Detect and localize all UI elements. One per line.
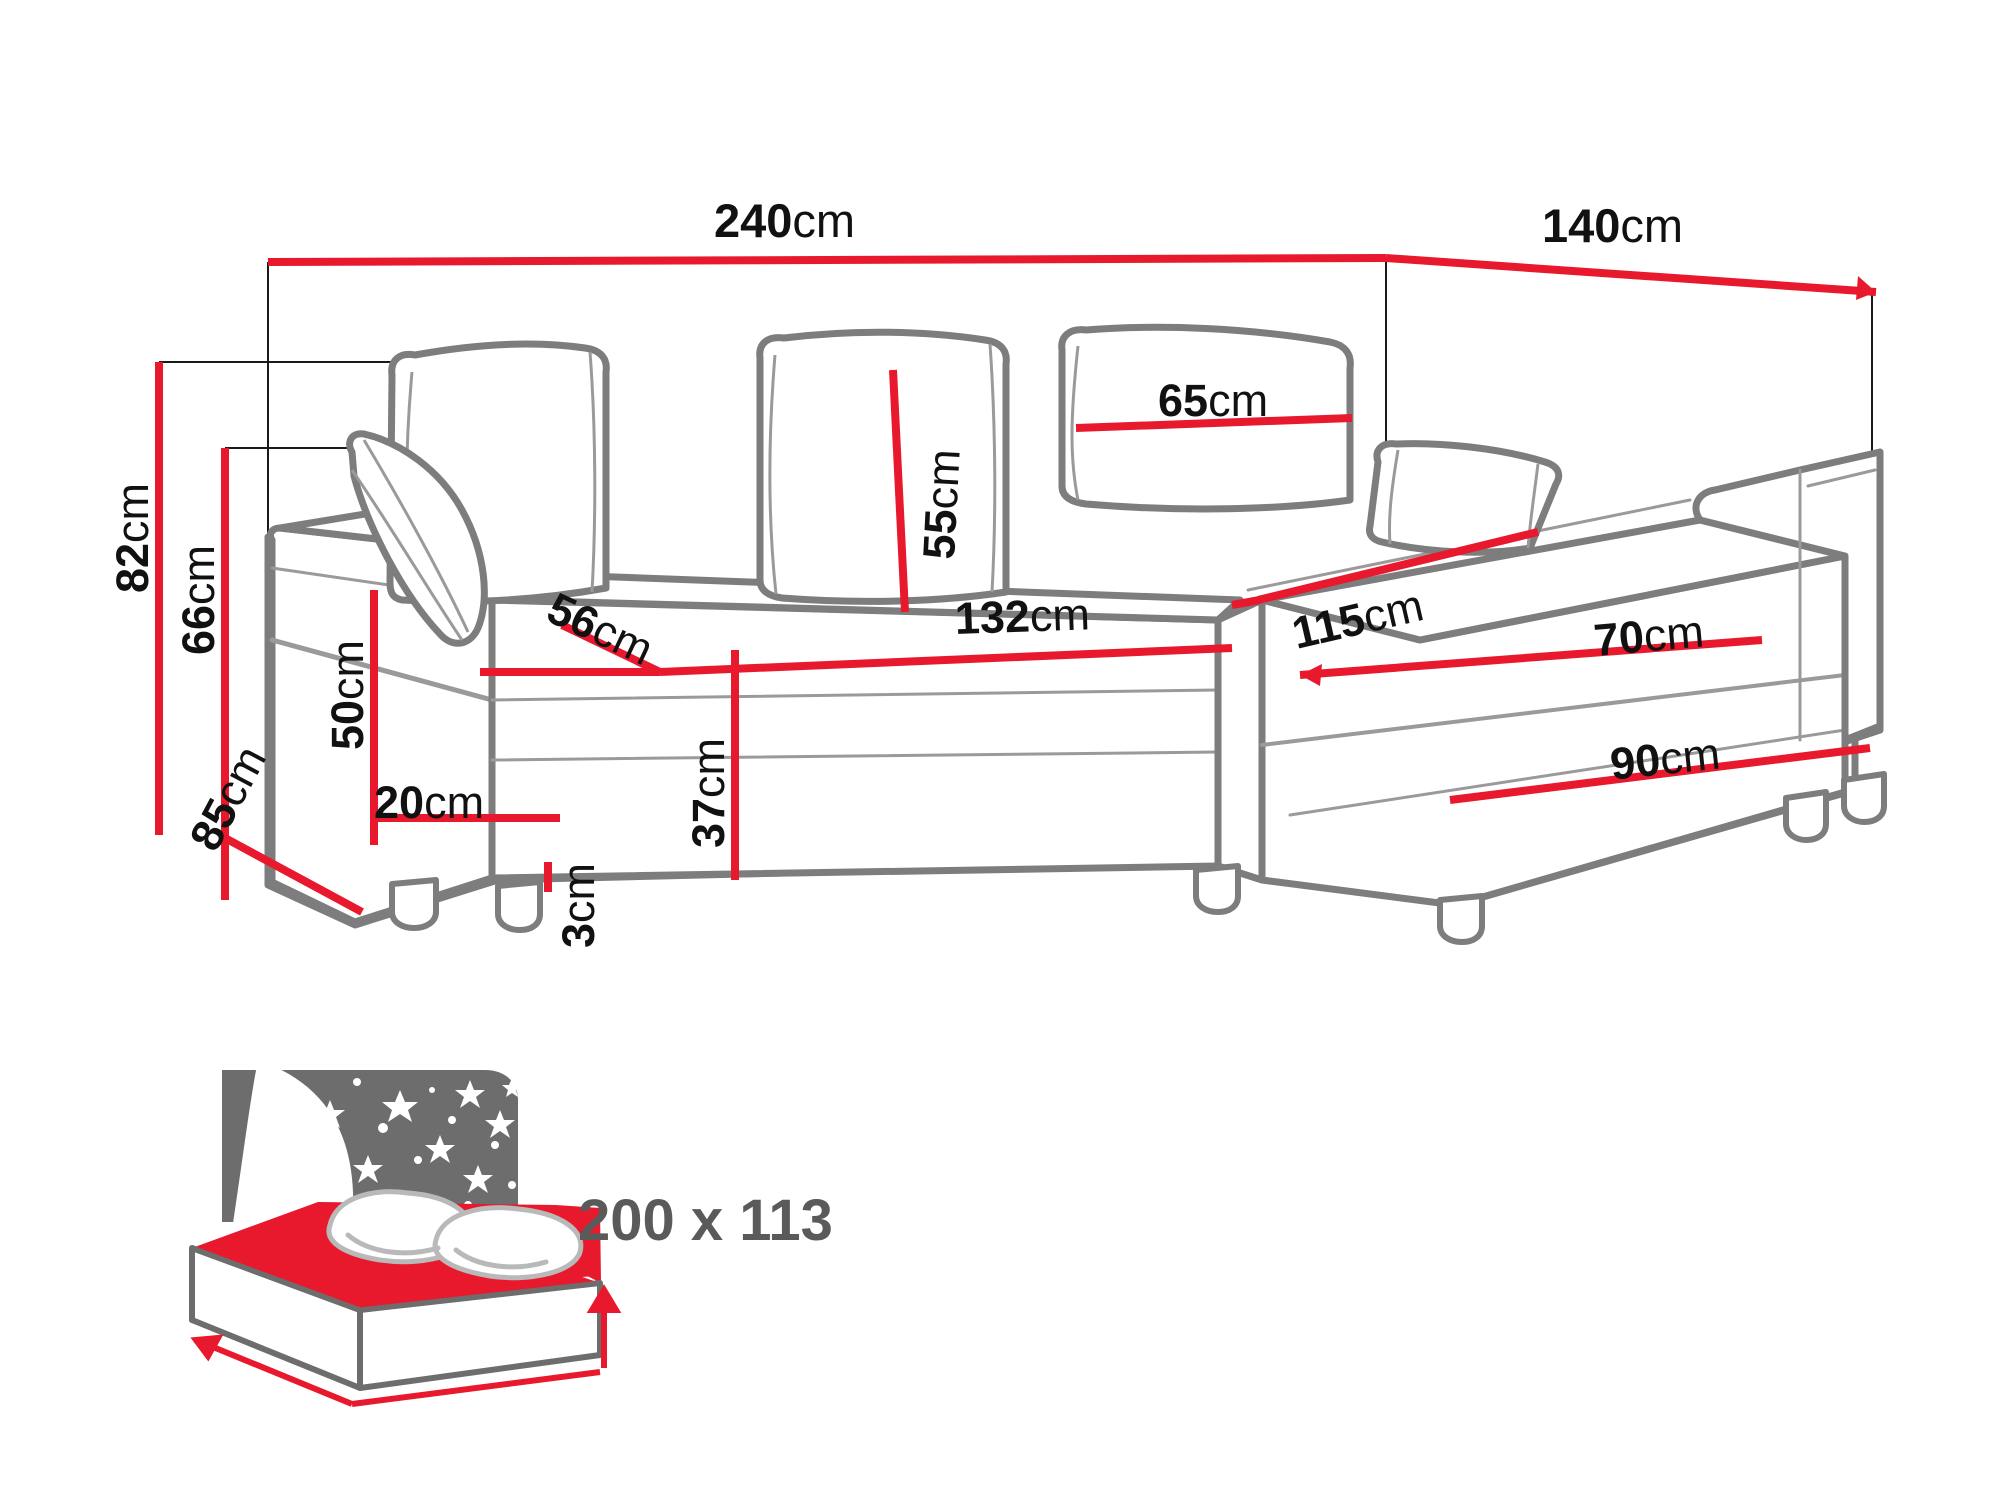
dimension-label-55: 55cm — [913, 447, 970, 561]
dimension-label-82: 82cm — [107, 482, 158, 593]
dimension-unit-66: cm — [173, 544, 224, 605]
dimension-unit-37: cm — [683, 737, 734, 798]
dimension-label-37: 37cm — [683, 737, 734, 848]
dimension-label-240: 240cm — [714, 197, 855, 244]
bed-night-icon — [189, 1060, 622, 1407]
dimension-unit-90: cm — [1657, 727, 1723, 785]
dimension-label-66: 66cm — [173, 544, 224, 655]
dim-line-115 — [1257, 528, 1539, 604]
dimension-label-90: 90cm — [1608, 727, 1723, 790]
dimension-label-20: 20cm — [374, 780, 484, 825]
dimension-value-20: 20 — [374, 777, 425, 828]
dim-line-132 — [659, 644, 1233, 676]
dimension-unit-132: cm — [1028, 588, 1091, 642]
left-side-cushion-seam — [350, 439, 470, 641]
dimension-label-50: 50cm — [322, 639, 373, 750]
dimension-label-70: 70cm — [1592, 605, 1706, 665]
dim-line-140 — [1385, 254, 1877, 296]
dimension-lines — [155, 254, 1877, 916]
dimension-value-3: 3 — [553, 922, 604, 948]
dimension-arrowheads — [1300, 276, 1876, 686]
dimension-label-3: 3cm — [553, 862, 604, 948]
dimension-label-65: 65cm — [1158, 378, 1268, 423]
dimension-value-65: 65 — [1158, 375, 1209, 426]
sofa-legs — [389, 771, 1887, 945]
sleeping-area-value: 200 x 113 — [578, 1188, 833, 1253]
dimension-unit-240: cm — [792, 194, 856, 247]
dimension-unit-50: cm — [322, 639, 373, 700]
left-side-cushion — [346, 430, 488, 647]
dimension-unit-3: cm — [553, 862, 604, 923]
dimension-unit-82: cm — [107, 482, 158, 543]
dim-line-115b — [1231, 596, 1261, 609]
dimension-value-55: 55 — [913, 507, 967, 561]
dimension-label-132: 132cm — [953, 588, 1091, 644]
dimension-unit-55: cm — [915, 447, 970, 511]
dim-line-55 — [889, 369, 909, 613]
backrest-cushions — [386, 323, 1354, 605]
dimension-value-140: 140 — [1542, 199, 1621, 252]
dimension-label-140: 140cm — [1542, 202, 1683, 249]
dimension-value-82: 82 — [107, 542, 158, 593]
dimension-unit-20: cm — [424, 777, 485, 828]
dimension-value-90: 90 — [1607, 733, 1663, 790]
dim-line-85 — [223, 834, 364, 916]
dimension-unit-70: cm — [1641, 605, 1706, 662]
dimension-value-50: 50 — [322, 699, 373, 750]
dim-line-65 — [1075, 414, 1353, 432]
sleeping-area-label: 200 x 113 — [578, 1192, 833, 1250]
dim-line-90 — [1449, 744, 1871, 804]
dimension-value-66: 66 — [173, 604, 224, 655]
dimension-unit-65: cm — [1208, 375, 1269, 426]
chaise-cushion-seam — [1387, 449, 1540, 549]
dimension-value-70: 70 — [1591, 610, 1647, 666]
dim-line-70 — [1299, 636, 1763, 679]
dim-line-240 — [267, 254, 1387, 266]
dimension-value-37: 37 — [683, 797, 734, 848]
dimension-value-240: 240 — [714, 194, 793, 247]
chaise-cushion — [1366, 440, 1563, 556]
dimension-unit-140: cm — [1620, 199, 1684, 252]
dim-line-56 — [560, 621, 662, 676]
dimension-value-132: 132 — [953, 590, 1031, 644]
